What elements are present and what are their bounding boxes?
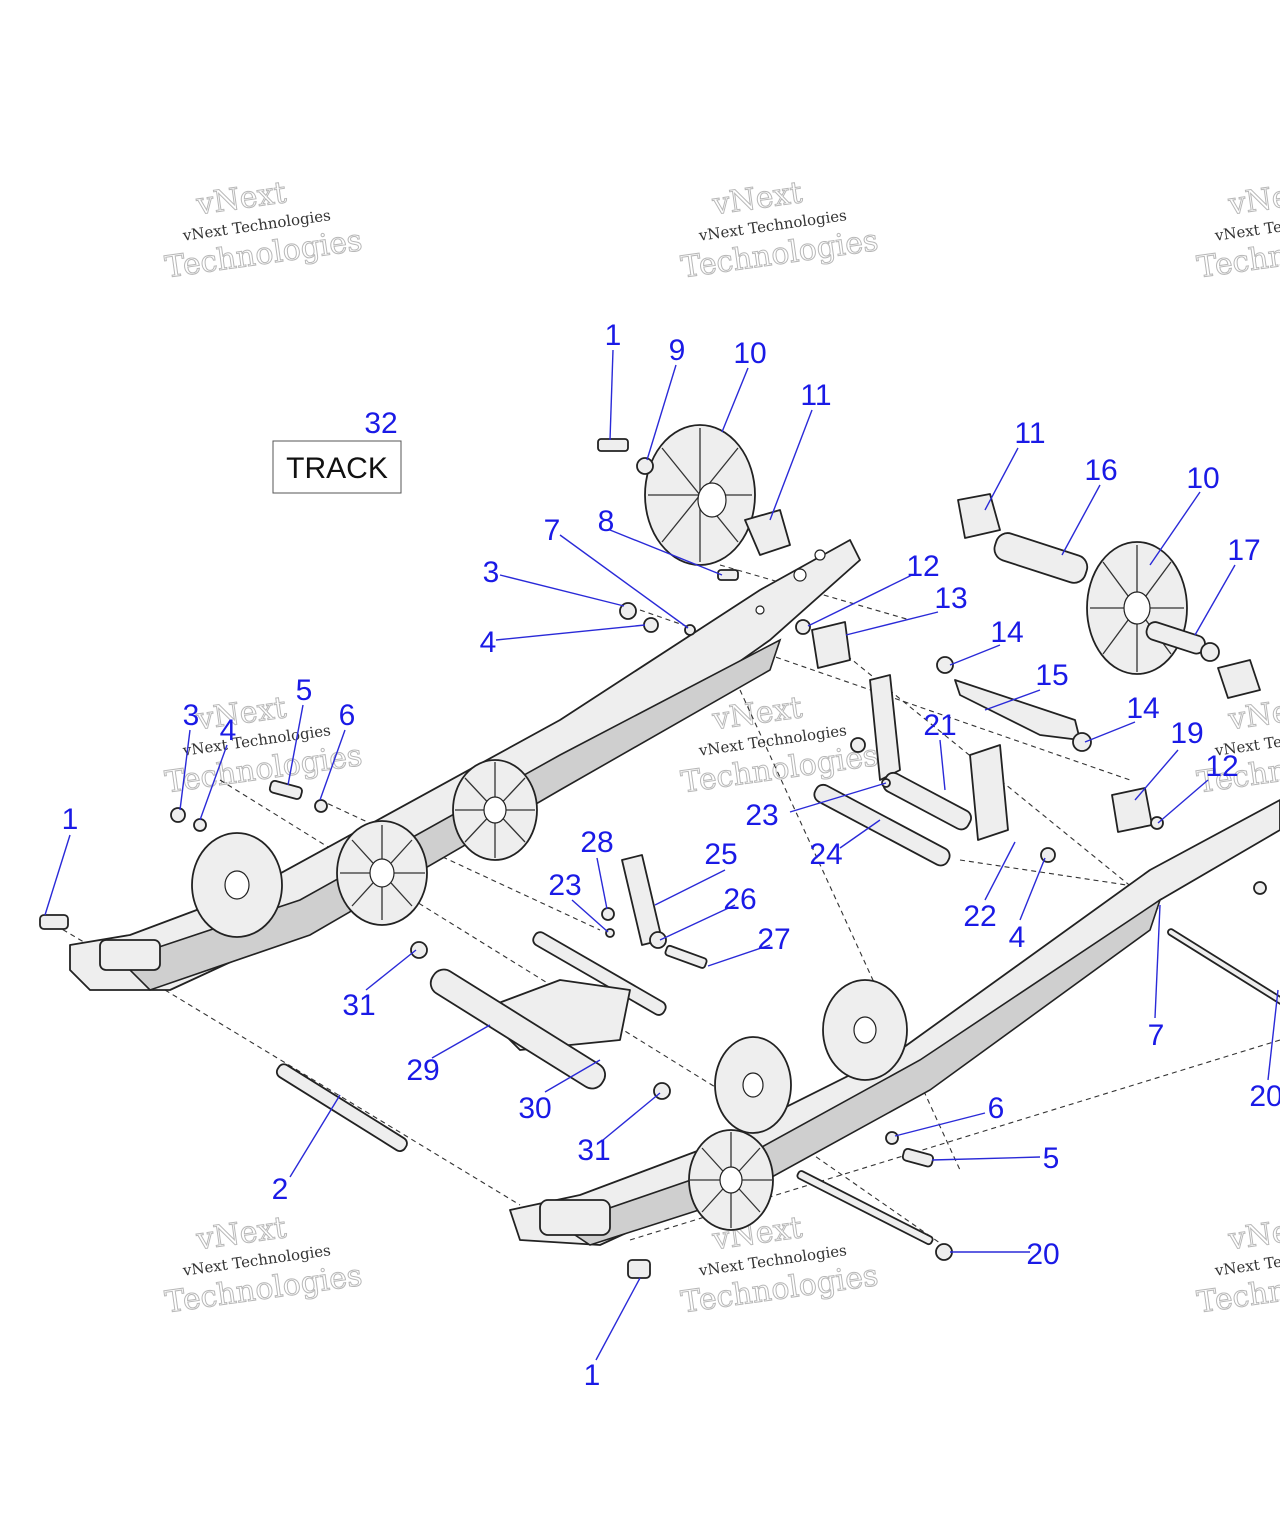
bushing bbox=[744, 509, 791, 556]
callout-12: 12 bbox=[906, 550, 939, 583]
callout-7: 7 bbox=[1148, 1019, 1165, 1052]
track-label-box: TRACK bbox=[272, 440, 402, 494]
callout-11: 11 bbox=[1014, 417, 1045, 450]
bolt bbox=[39, 779, 1280, 1279]
callout-24: 24 bbox=[809, 838, 842, 871]
callout-3: 3 bbox=[483, 556, 500, 589]
callout-25: 25 bbox=[704, 838, 737, 871]
callout-3: 3 bbox=[183, 699, 200, 732]
callout-5: 5 bbox=[1043, 1142, 1060, 1175]
rail-wheel bbox=[688, 1129, 774, 1231]
callout-30: 30 bbox=[518, 1092, 551, 1125]
callout-16: 16 bbox=[1084, 454, 1117, 487]
callout-15: 15 bbox=[1035, 659, 1068, 692]
callout-1: 1 bbox=[62, 803, 79, 836]
link-arm bbox=[936, 656, 1092, 752]
callout-14: 14 bbox=[1126, 692, 1159, 725]
callout-26: 26 bbox=[723, 883, 756, 916]
callout-9: 9 bbox=[669, 334, 686, 367]
callout-32: 32 bbox=[364, 407, 397, 440]
watermark: vNext vNext Technologies Technologies bbox=[678, 175, 880, 286]
callout-20: 20 bbox=[1026, 1238, 1059, 1271]
callout-11: 11 bbox=[800, 379, 831, 412]
callout-20: 20 bbox=[1249, 1080, 1280, 1113]
svg-text:vNext: vNext bbox=[1225, 175, 1280, 222]
callout-31: 31 bbox=[342, 989, 375, 1022]
svg-text:vNext: vNext bbox=[1225, 1210, 1280, 1257]
callout-31: 31 bbox=[577, 1134, 610, 1167]
rail-wheel bbox=[822, 979, 908, 1081]
callout-17: 17 bbox=[1227, 534, 1260, 567]
callout-4: 4 bbox=[220, 714, 237, 747]
callout-1: 1 bbox=[605, 319, 622, 352]
shock-bracket bbox=[850, 674, 1009, 841]
callout-5: 5 bbox=[296, 674, 313, 707]
callout-7: 7 bbox=[544, 514, 561, 547]
watermark: vNext vNext Technologies Technologies bbox=[678, 1210, 880, 1321]
leader-lines bbox=[44, 349, 1279, 1361]
front-arm bbox=[410, 931, 671, 1100]
bracket bbox=[619, 602, 851, 669]
callout-14: 14 bbox=[990, 616, 1023, 649]
callout-29: 29 bbox=[406, 1054, 439, 1087]
shaft bbox=[813, 783, 1056, 867]
callout-1: 1 bbox=[584, 1359, 601, 1392]
callouts: 1 9 10 11 32 11 16 10 7 8 17 3 12 13 4 1… bbox=[62, 319, 1280, 1392]
watermark: vNext vNext Technologies Technologies bbox=[162, 1210, 364, 1321]
callout-10: 10 bbox=[1186, 462, 1219, 495]
idler-wheel bbox=[644, 424, 756, 566]
rail-wheel bbox=[452, 759, 538, 861]
callout-23: 23 bbox=[745, 799, 778, 832]
callout-10: 10 bbox=[733, 337, 766, 370]
callout-8: 8 bbox=[598, 505, 615, 538]
torque-arm bbox=[601, 854, 708, 969]
track-label: TRACK bbox=[286, 452, 388, 485]
callout-4: 4 bbox=[1009, 921, 1026, 954]
bolt bbox=[597, 438, 739, 581]
watermark: vNext vNext Technologies Technologies bbox=[1194, 175, 1280, 286]
callout-13: 13 bbox=[934, 582, 967, 615]
callout-22: 22 bbox=[963, 900, 996, 933]
right-rail bbox=[509, 799, 1280, 1246]
callout-21: 21 bbox=[923, 709, 956, 742]
callout-12: 12 bbox=[1205, 750, 1238, 783]
callout-28: 28 bbox=[580, 826, 613, 859]
rail-wheel bbox=[191, 832, 283, 938]
callout-6: 6 bbox=[988, 1092, 1005, 1125]
callout-2: 2 bbox=[272, 1173, 289, 1206]
rail-wheel bbox=[336, 820, 428, 926]
callout-19: 19 bbox=[1170, 717, 1203, 750]
idler-wheel bbox=[957, 493, 1261, 699]
watermark: vNext vNext Technologies Technologies bbox=[162, 175, 364, 286]
callout-4: 4 bbox=[480, 626, 497, 659]
shaft bbox=[275, 1063, 408, 1152]
callout-27: 27 bbox=[757, 923, 790, 956]
callout-6: 6 bbox=[339, 699, 356, 732]
watermark: vNext vNext Technologies Technologies bbox=[1194, 1210, 1280, 1321]
callout-23: 23 bbox=[548, 869, 581, 902]
rail-wheel bbox=[714, 1036, 792, 1134]
bushing bbox=[1111, 787, 1164, 833]
